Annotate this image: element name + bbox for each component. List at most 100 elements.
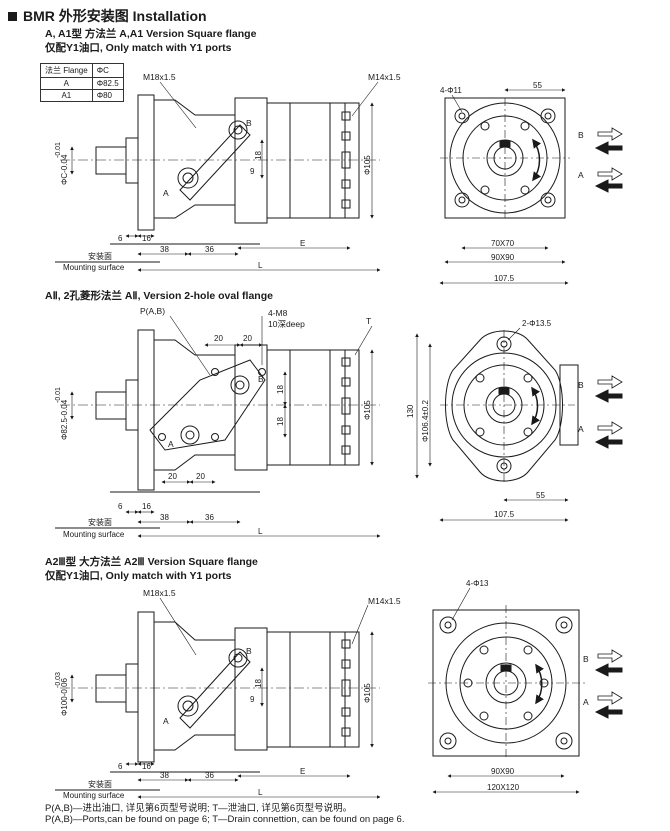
s3-front-port-a: A bbox=[583, 697, 589, 707]
s1-port-a: A bbox=[163, 188, 169, 198]
s2-front-port-b: B bbox=[578, 380, 584, 390]
s1-mount-cn: 安装面 bbox=[88, 251, 112, 261]
s1-mount-en: Mounting surface bbox=[63, 263, 125, 272]
section3-dimensions bbox=[70, 597, 381, 799]
s1-dim-9: 9 bbox=[250, 167, 255, 176]
s3-mount-en: Mounting surface bbox=[63, 791, 125, 800]
s3-mount-cn: 安装面 bbox=[88, 779, 112, 789]
section1-dimensions bbox=[70, 81, 381, 272]
s1-drain-thread: M14x1.5 bbox=[368, 72, 401, 82]
s1-sq90: 90X90 bbox=[491, 253, 515, 262]
footer-line-2: P(A,B)—Ports,can be found on page 6; T—D… bbox=[45, 814, 405, 825]
section1-caption: A, A1型 方法兰 A,A1 Version Square flange bbox=[45, 28, 257, 40]
s3-dia-105: Φ105 bbox=[363, 683, 372, 703]
s3-port-thread: M18x1.5 bbox=[143, 588, 176, 598]
s2-dim-20d: 20 bbox=[196, 472, 205, 481]
s2-mount-cn: 安装面 bbox=[88, 517, 112, 527]
section1-front-dimensions bbox=[439, 88, 569, 285]
s2-dim-1075: 107.5 bbox=[494, 510, 515, 519]
s2-mount-en: Mounting surface bbox=[63, 530, 125, 539]
s3-dim-18: 18 bbox=[254, 679, 263, 688]
s3-dia-tol: -0.03 bbox=[55, 672, 62, 688]
s2-dim-16: 16 bbox=[142, 502, 151, 511]
s3-port-a: A bbox=[163, 716, 169, 726]
page-title: BMR 外形安装图 Installation bbox=[8, 6, 207, 26]
s3-dim-16: 16 bbox=[142, 762, 151, 771]
title-text: BMR 外形安装图 Installation bbox=[23, 8, 207, 24]
section3-caption: A2Ⅲ型 大方法兰 A2Ⅲ Version Square flange bbox=[45, 556, 258, 568]
s1-dim-l: L bbox=[258, 261, 263, 270]
s2-dim-18b: 18 bbox=[276, 417, 285, 426]
s1-front-port-a: A bbox=[578, 170, 584, 180]
s3-sq120: 120X120 bbox=[487, 783, 520, 792]
section1-subcaption: 仅配Y1油口, Only match with Y1 ports bbox=[45, 42, 232, 54]
s1-dim-e: E bbox=[300, 239, 305, 248]
s1-port-thread: M18x1.5 bbox=[143, 72, 176, 82]
section3-subcaption: 仅配Y1油口, Only match with Y1 ports bbox=[45, 570, 232, 582]
s2-port-a: A bbox=[168, 439, 174, 449]
s1-dim-36: 36 bbox=[205, 245, 214, 254]
s3-sq90: 90X90 bbox=[491, 767, 515, 776]
s1-dim-1075: 107.5 bbox=[494, 274, 515, 283]
s2-dim-55: 55 bbox=[536, 491, 545, 500]
s2-dia: Φ82.5-0.04 bbox=[60, 399, 69, 440]
s2-t: T bbox=[366, 316, 371, 326]
title-bullet bbox=[8, 11, 17, 21]
s1-front-port-b: B bbox=[578, 130, 584, 140]
s2-deep: 10深deep bbox=[268, 319, 305, 329]
s2-flow-arrows bbox=[594, 375, 623, 449]
s2-dim-130: 130 bbox=[406, 404, 415, 418]
section2-dimensions bbox=[70, 315, 381, 538]
s3-port-b: B bbox=[246, 646, 252, 656]
s2-dim-6: 6 bbox=[118, 502, 123, 511]
s2-dim-36: 36 bbox=[205, 513, 214, 522]
s3-dim-38: 38 bbox=[160, 771, 169, 780]
s2-hole: 2-Φ13.5 bbox=[522, 319, 552, 328]
s2-dia-105: Φ105 bbox=[363, 400, 372, 420]
s2-dim-18a: 18 bbox=[276, 385, 285, 394]
section2-side-view bbox=[55, 329, 380, 529]
section1-side-view bbox=[55, 94, 380, 263]
s1-dim-18: 18 bbox=[254, 151, 263, 160]
s1-port-b: B bbox=[246, 118, 252, 128]
s1-flow-arrows bbox=[594, 127, 623, 193]
s3-front-port-b: B bbox=[583, 654, 589, 664]
s2-front-port-a: A bbox=[578, 424, 584, 434]
section3-front-view bbox=[428, 605, 585, 760]
flange-table: 法兰 Flange ΦC A Φ82.5 A1 Φ80 bbox=[40, 63, 124, 102]
s2-pab: P(A,B) bbox=[140, 306, 165, 316]
s1-dia-c: ΦC-0.04 bbox=[60, 154, 69, 185]
s1-dia-tol: -0.01 bbox=[55, 142, 62, 158]
s1-hole: 4-Φ11 bbox=[440, 86, 462, 95]
footer-line-1: P(A,B)—进出油口, 详见第6页型号说明; T—泄油口, 详见第6页型号说明… bbox=[45, 803, 353, 814]
s3-hole: 4-Φ13 bbox=[466, 579, 489, 588]
section2-front-view bbox=[440, 330, 579, 482]
s1-sq70: 70X70 bbox=[491, 239, 515, 248]
s3-dim-36: 36 bbox=[205, 771, 214, 780]
s3-dim-9: 9 bbox=[250, 695, 255, 704]
s2-dia-tol: -0.01 bbox=[55, 387, 62, 403]
section3-front-dimensions bbox=[432, 587, 580, 794]
s2-m8: 4-M8 bbox=[268, 308, 288, 318]
s1-dia-105: Φ105 bbox=[363, 155, 372, 175]
table-cell: Φ80 bbox=[91, 89, 124, 102]
section2-front-dimensions bbox=[415, 327, 569, 522]
s2-dim-20c: 20 bbox=[168, 472, 177, 481]
s3-drain-thread: M14x1.5 bbox=[368, 596, 401, 606]
s2-dim-20b: 20 bbox=[243, 334, 252, 343]
s3-dim-6: 6 bbox=[118, 762, 123, 771]
s1-dim-6: 6 bbox=[118, 234, 123, 243]
s2-dim-38: 38 bbox=[160, 513, 169, 522]
s2-dim-1064: Φ106.4±0.2 bbox=[421, 400, 430, 442]
s2-dim-20a: 20 bbox=[214, 334, 223, 343]
s3-dia: Φ100-0.06 bbox=[60, 677, 69, 716]
s2-port-b: B bbox=[258, 374, 264, 384]
section1-front-view bbox=[440, 97, 570, 220]
section3-side-view bbox=[55, 611, 380, 791]
s1-dim-38: 38 bbox=[160, 245, 169, 254]
s1-dim-55: 55 bbox=[533, 81, 542, 90]
s3-dim-e: E bbox=[300, 767, 305, 776]
s3-dim-l: L bbox=[258, 788, 263, 797]
s3-flow-arrows bbox=[594, 649, 623, 719]
